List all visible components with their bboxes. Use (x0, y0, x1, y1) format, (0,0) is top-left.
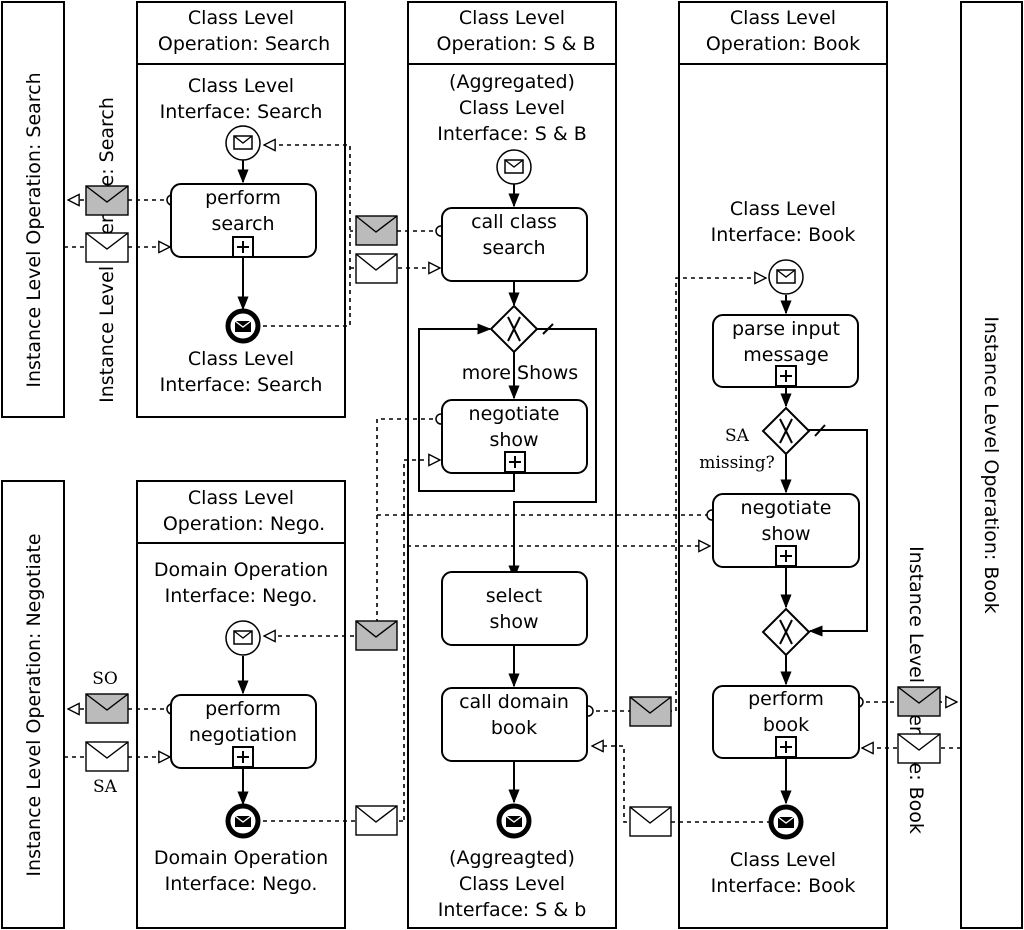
gateway-more-shows (489, 304, 539, 354)
nego-end-label-1: Domain Operation (154, 847, 328, 869)
task-select-show: select show (441, 571, 588, 646)
envelope-icon (629, 696, 672, 727)
task-parse-input-message: parse input message (712, 314, 859, 388)
book-start-label-2: Interface: Book (711, 224, 856, 246)
svg-text:show: show (761, 523, 810, 545)
gateway-merge (761, 607, 811, 657)
pool-class-nego-title-1: Class Level (188, 487, 294, 509)
sb-start-label-1: (Aggregated) (449, 71, 575, 93)
envelope-icon (355, 253, 398, 284)
pool-instance-search-label: Instance Level Operation: Search (23, 72, 45, 387)
svg-text:book: book (763, 714, 809, 736)
svg-text:parse input: parse input (732, 318, 840, 340)
svg-text:search: search (482, 237, 545, 259)
svg-text:perform: perform (205, 698, 281, 720)
search-end-label-2: Interface: Search (160, 374, 323, 396)
envelope-icon (355, 620, 398, 651)
sa-missing-label-2: missing? (699, 453, 774, 473)
envelope-icon (355, 215, 398, 246)
search-start-label-2: Interface: Search (160, 101, 323, 123)
envelope-icon (629, 806, 672, 837)
nego-start-label-2: Interface: Nego. (165, 585, 318, 607)
pool-class-sb-title-2: Operation: S & B (437, 33, 596, 55)
sb-start-label-2: Class Level (459, 97, 565, 119)
search-end-label-1: Class Level (188, 348, 294, 370)
sa-missing-label-1: SA (725, 426, 750, 446)
pool-instance-negotiate-label: Instance Level Operation: Negotiate (23, 533, 45, 876)
svg-text:book: book (491, 717, 537, 739)
book-end-label-2: Interface: Book (711, 875, 856, 897)
start-event-search (225, 125, 261, 161)
end-event-sb (496, 803, 532, 839)
task-perform-book: perform book (712, 685, 860, 759)
end-event-search (225, 308, 261, 344)
pool-instance-search: Instance Level Operation: Search (1, 1, 65, 418)
so-label: SO (92, 669, 118, 689)
svg-text:perform: perform (748, 688, 824, 710)
svg-text:negotiate: negotiate (741, 497, 832, 519)
task-perform-search: perform search (170, 183, 317, 258)
task-negotiate-show-book: negotiate show (712, 493, 860, 568)
svg-text:negotiation: negotiation (189, 724, 297, 746)
sb-end-label-1: (Aggreagted) (449, 847, 575, 869)
svg-text:call class: call class (471, 211, 557, 233)
envelope-icon (897, 733, 941, 764)
sa-label: SA (93, 777, 118, 797)
envelope-icon (85, 741, 129, 772)
svg-text:search: search (211, 213, 274, 235)
start-event-nego (225, 620, 261, 656)
task-perform-negotiation: perform negotiation (170, 694, 317, 769)
task-call-class-search: call class search (441, 207, 588, 282)
pool-class-nego-title-2: Operation: Nego. (163, 513, 325, 535)
svg-text:show: show (489, 429, 538, 451)
envelope-icon (85, 693, 129, 724)
search-start-label-1: Class Level (188, 75, 294, 97)
pool-class-book-title-1: Class Level (730, 7, 836, 29)
end-event-nego (225, 803, 261, 839)
nego-end-label-2: Interface: Nego. (165, 873, 318, 895)
sequence-flows (237, 160, 868, 806)
pool-instance-book-label: Instance Level Operation: Book (980, 316, 1002, 613)
svg-text:message: message (743, 344, 828, 366)
event-labels: Class Level Interface: Search Class Leve… (92, 71, 855, 921)
start-event-book (768, 259, 804, 295)
task-negotiate-show-sb: negotiate show (441, 399, 588, 474)
envelope-icon (897, 686, 941, 717)
more-shows-label: more Shows (462, 362, 578, 384)
envelope-icon (85, 232, 129, 263)
pool-class-sb-title-1: Class Level (459, 7, 565, 29)
message-envelopes (85, 185, 941, 837)
svg-text:show: show (489, 611, 538, 633)
nego-start-label-1: Domain Operation (154, 559, 328, 581)
sb-end-label-2: Class Level (459, 873, 565, 895)
pool-class-book-title-2: Operation: Book (706, 33, 860, 55)
svg-text:negotiate: negotiate (469, 403, 560, 425)
task-call-domain-book: call domain book (441, 687, 588, 762)
book-end-label-1: Class Level (730, 849, 836, 871)
book-start-label-1: Class Level (730, 198, 836, 220)
pool-class-search-title-2: Operation: Search (158, 33, 330, 55)
sb-start-label-3: Interface: S & B (437, 123, 587, 145)
svg-text:select: select (486, 585, 542, 607)
sb-end-label-3: Interface: S & b (438, 899, 587, 921)
start-event-sb (496, 149, 532, 185)
pool-instance-book: Instance Level Operation: Book (960, 1, 1023, 929)
pool-class-search-title-1: Class Level (188, 7, 294, 29)
svg-text:call domain: call domain (459, 691, 569, 713)
envelope-icon (355, 805, 398, 836)
pool-instance-negotiate: Instance Level Operation: Negotiate (1, 480, 65, 929)
svg-text:perform: perform (205, 187, 281, 209)
gateway-sa-missing (761, 406, 811, 456)
envelope-icon (85, 185, 129, 216)
end-event-book (768, 804, 804, 840)
